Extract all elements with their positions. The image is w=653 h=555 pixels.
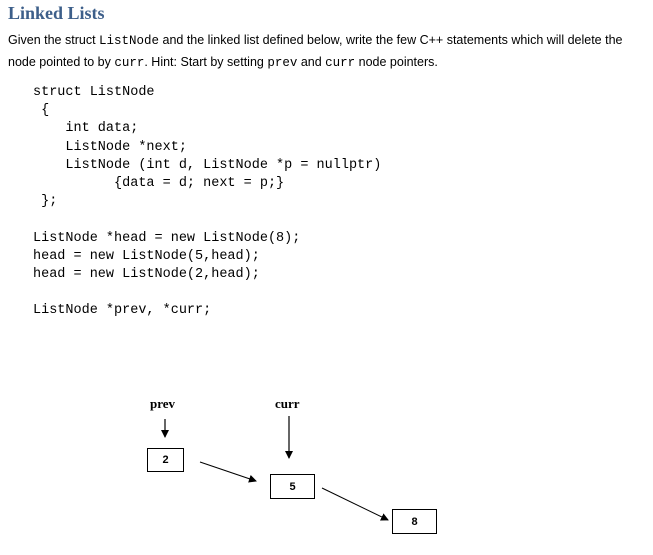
code-block: struct ListNode { int data; ListNode *ne…	[33, 85, 382, 319]
pointer-arrows	[161, 416, 389, 521]
node-8: 8	[392, 509, 437, 534]
prompt-text-1: Given the struct	[8, 33, 100, 47]
problem-statement: Given the struct ListNode and the linked…	[8, 30, 648, 74]
next-arrow-5-to-8	[321, 487, 389, 521]
prompt-text-5: node pointers.	[355, 55, 438, 69]
page-title: Linked Lists	[8, 3, 105, 23]
next-arrow-2-to-5	[199, 461, 257, 483]
code-prev-ref: prev	[267, 56, 298, 70]
code-curr-ref-2: curr	[325, 56, 356, 70]
prev-label: prev	[150, 396, 176, 411]
prompt-text-3: . Hint: Start by setting	[144, 55, 268, 69]
prompt-text-2: and the linked list defined below, write…	[8, 33, 623, 69]
prompt-text-4: and	[297, 55, 326, 69]
code-struct-name: ListNode	[99, 34, 160, 48]
code-curr-ref: curr	[114, 56, 145, 70]
linked-list-diagram: prev curr 2 5 8	[0, 380, 653, 555]
curr-label: curr	[275, 396, 300, 411]
node-5: 5	[270, 474, 315, 499]
node-2: 2	[147, 448, 184, 472]
